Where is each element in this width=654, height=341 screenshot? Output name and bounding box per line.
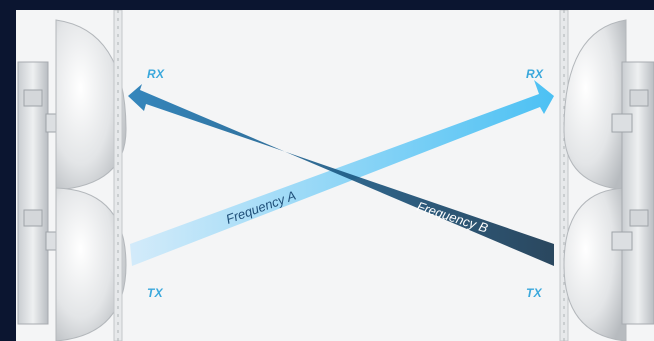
right-upper-dish [563,19,627,191]
right-antenna [559,10,654,341]
left-upper-dish [55,19,127,191]
left-rx-label: RX [147,67,165,81]
left-lower-dish [55,187,127,341]
right-tx-label: TX [526,286,542,300]
left-tx-label: TX [147,286,163,300]
right-rx-label: RX [526,67,544,81]
right-lower-dish [563,187,627,341]
diagram-canvas: Frequency A Frequency B [17,10,654,341]
frequency-b-label: Frequency B [415,199,490,236]
frequency-b-beam [128,84,554,266]
left-antenna [17,10,127,341]
diagram-panel: Frequency A Frequency B RX RX TX TX [16,10,654,341]
